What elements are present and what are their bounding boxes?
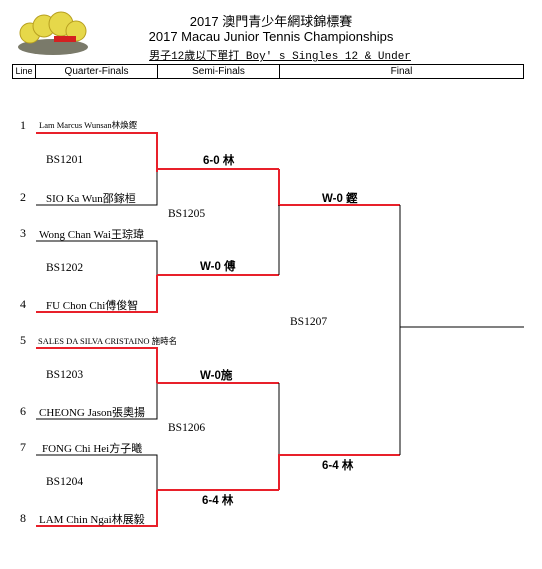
player-name: Lam Marcus Wunsan林煥鏗	[39, 120, 138, 130]
player-name: LAM Chin Ngai林展毅	[39, 514, 145, 526]
player-name: CHEONG Jason張奧揚	[39, 407, 146, 419]
match-score: 6-4 林	[202, 495, 234, 507]
seed-number: 1	[20, 118, 26, 132]
match-score: W-0 傅	[200, 261, 236, 273]
match-score: W-0 鏗	[322, 193, 358, 205]
bracket-line-qf4-winner	[36, 490, 158, 527]
match-code: BS1207	[290, 316, 328, 328]
seed-number: 6	[20, 404, 26, 418]
tournament-logo	[18, 11, 88, 55]
player-name: SALES DA SILVA CRISTAINO 施時名	[38, 336, 178, 346]
logo-base-shape	[18, 39, 88, 55]
match-score: W-0施	[200, 370, 233, 382]
bracket-line-sf2-winner	[278, 454, 400, 490]
seed-number: 7	[20, 440, 26, 454]
bracket-line-qf1-loser	[36, 172, 158, 206]
player-name: FU Chon Chi傅俊智	[46, 300, 139, 312]
player-name: FONG Chi Hei方子曦	[42, 443, 143, 455]
logo-flag-shape	[54, 36, 76, 42]
bracket-line-qf2-loser	[36, 240, 158, 275]
bracket-line-qf4-loser	[36, 454, 158, 490]
seed-number: 4	[20, 297, 26, 311]
player-name: Wong Chan Wai王琮瑋	[39, 229, 144, 241]
bracket-line-qf1-winner	[36, 132, 158, 172]
bracket-line-qf3-loser	[36, 383, 158, 420]
title-chinese: 2017 澳門青少年網球錦標賽	[189, 14, 353, 29]
seed-number: 8	[20, 511, 26, 525]
player-name: SIO Ka Wun邵鎵桓	[46, 193, 136, 205]
match-score: 6-4 林	[322, 460, 354, 472]
match-code: BS1206	[168, 422, 206, 434]
event-title: 男子12歲以下單打 Boy' s Singles 12 & Under	[149, 51, 411, 63]
bracket-line-qf2-winner	[36, 275, 158, 313]
seed-number: 5	[20, 333, 26, 347]
match-code: BS1202	[46, 262, 84, 274]
match-code: BS1201	[46, 154, 84, 166]
bracket-line-qf3-winner	[36, 347, 158, 383]
column-header-final: Final	[279, 64, 524, 79]
match-code: BS1204	[46, 476, 84, 488]
seed-number: 2	[20, 190, 26, 204]
title-english: 2017 Macau Junior Tennis Championships	[148, 29, 394, 44]
match-code: BS1203	[46, 369, 84, 381]
seed-number: 3	[20, 226, 26, 240]
match-code: BS1205	[168, 208, 206, 220]
column-header-semi-finals: Semi-Finals	[157, 64, 280, 79]
match-score: 6-0 林	[203, 155, 235, 167]
